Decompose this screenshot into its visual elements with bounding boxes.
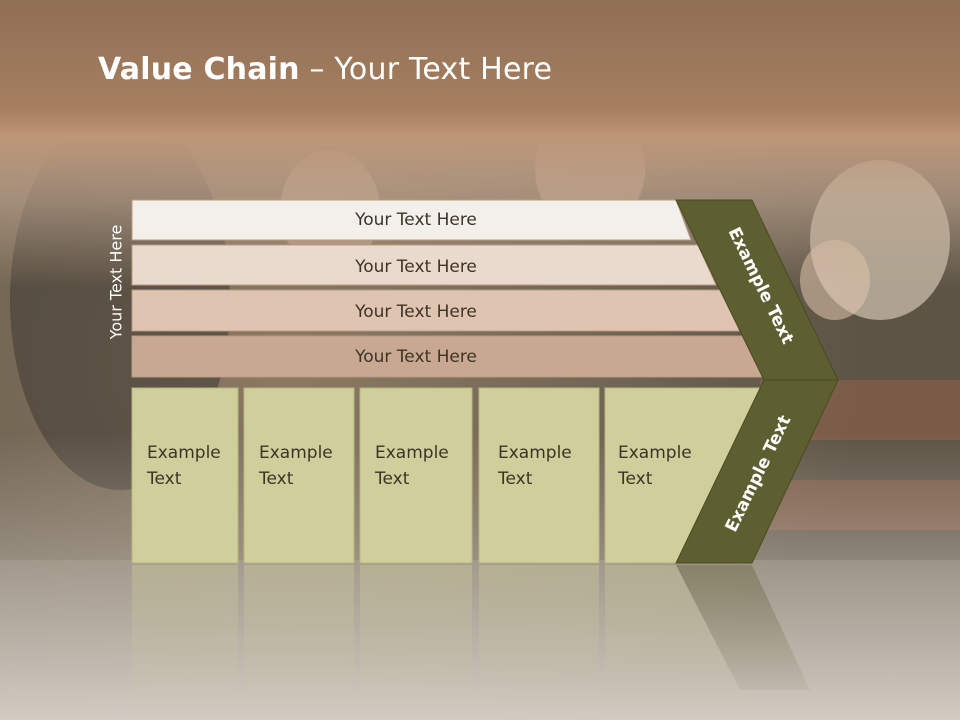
box-3: Example Text <box>359 387 473 564</box>
row-3: Your Text Here <box>131 289 741 332</box>
row-2: Your Text Here <box>131 244 717 286</box>
box-4-line1: Example <box>498 443 572 463</box>
box-2-line2: Text <box>258 469 294 489</box>
box-5-line1: Example <box>618 443 692 463</box>
box-1-line1: Example <box>147 443 221 463</box>
box-3-line2: Text <box>374 469 410 489</box>
box-5-line2: Text <box>617 469 653 489</box>
row-4: Your Text Here <box>131 335 765 378</box>
row-1-shape <box>131 199 692 241</box>
box-4-shape <box>478 387 600 564</box>
title-bold: Value Chain <box>98 52 300 87</box>
row-2-label: Your Text Here <box>354 257 477 277</box>
box-2-shape <box>243 387 355 564</box>
slide-title: Value Chain – Your Text Here <box>98 52 552 87</box>
row-3-label: Your Text Here <box>354 302 477 322</box>
title-rest: – Your Text Here <box>299 52 553 87</box>
boxes-reflection <box>132 565 810 720</box>
box-1-shape <box>131 387 239 564</box>
box-2: Example Text <box>243 387 355 564</box>
box-5: Example Text <box>604 387 761 564</box>
row-4-label: Your Text Here <box>354 347 477 367</box>
box-3-shape <box>359 387 473 564</box>
row-1-label: Your Text Here <box>354 210 477 230</box>
box-4: Example Text <box>478 387 600 564</box>
box-2-line1: Example <box>259 443 333 463</box>
row-2-shape <box>131 244 717 286</box>
box-1: Example Text <box>131 387 239 564</box>
row-1: Your Text Here <box>131 199 692 241</box>
box-1-line2: Text <box>146 469 182 489</box>
box-4-line2: Text <box>497 469 533 489</box>
box-3-line1: Example <box>375 443 449 463</box>
chevron-lower-shape <box>675 379 839 564</box>
